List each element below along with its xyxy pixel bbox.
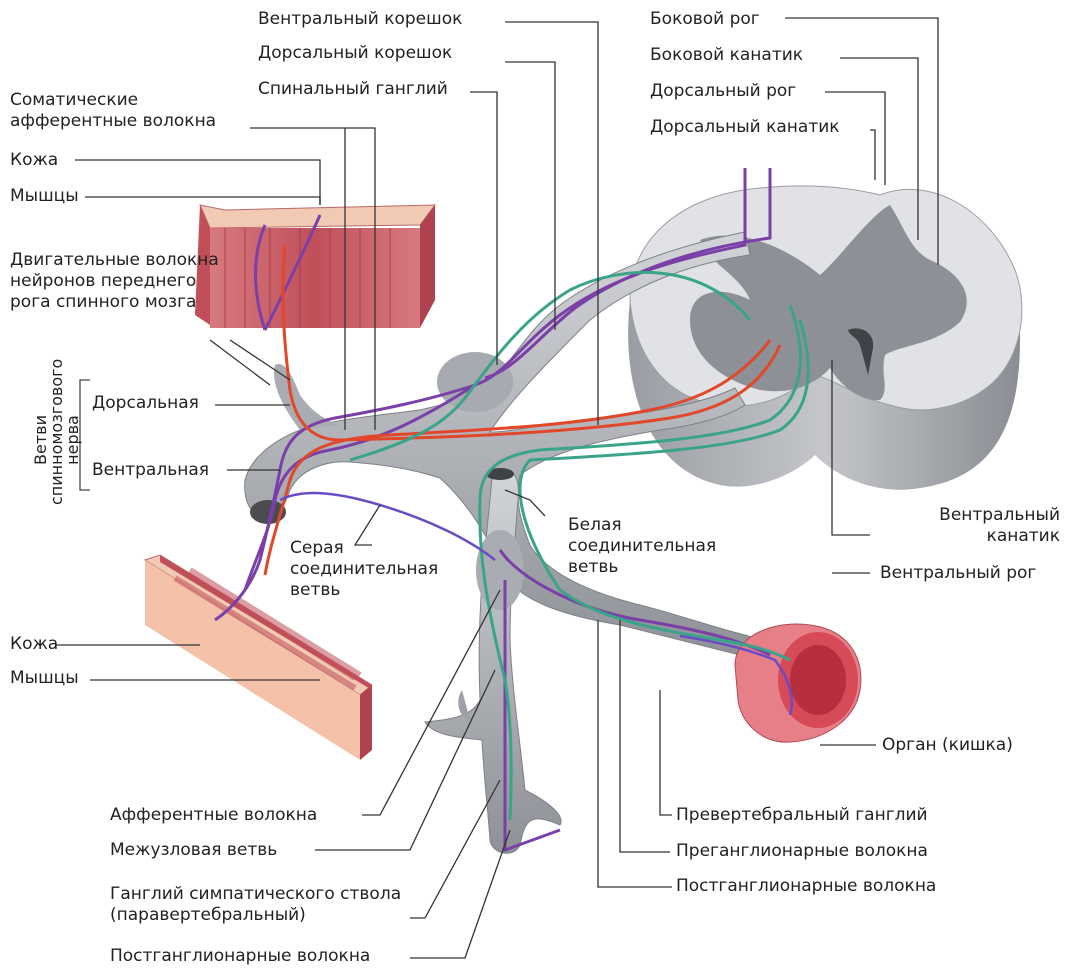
label-dorsal-branch: Дорсальная (92, 393, 199, 414)
label-lateral-funiculus: Боковой канатик (650, 45, 803, 66)
label-motor-fibers: Двигательные волокна нейронов переднего … (10, 250, 230, 313)
label-spinal-ganglion: Спинальный ганглий (258, 79, 448, 100)
organ-intestine (735, 624, 861, 742)
label-prevertebral-ganglion: Превертебральный ганглий (676, 805, 928, 826)
label-afferent-fibers: Афферентные волокна (110, 805, 317, 826)
label-organ: Орган (кишка) (882, 735, 1013, 756)
label-ventral-funiculus: Вентральный канатик (900, 505, 1060, 547)
label-interganglionic-branch: Межузловая ветвь (110, 840, 277, 861)
label-muscles-top: Мышцы (10, 186, 79, 207)
label-ventral-horn: Вентральный рог (880, 563, 1036, 584)
label-lateral-horn: Боковой рог (650, 9, 760, 30)
label-muscles-bottom: Мышцы (10, 668, 79, 689)
label-white-ramus: Белая соединительная ветвь (568, 515, 738, 578)
label-ventral-root: Вентральный корешок (258, 9, 462, 30)
label-dorsal-root: Дорсальный корешок (258, 43, 452, 64)
label-postganglionic-right: Постганглионарные волокна (676, 876, 936, 897)
label-ventral-branch: Вентральная (92, 460, 209, 481)
label-preganglionic-fibers: Преганглионарные волокна (676, 841, 928, 862)
label-postganglionic-bottom: Постганглионарные волокна (110, 946, 370, 967)
spinal-cord (628, 186, 1022, 490)
label-sympathetic-ganglion: Ганглий симпатического ствола (параверте… (110, 884, 410, 926)
sympathetic-trunk (425, 468, 561, 853)
label-somatic-afferent: Соматические афферентные волокна (10, 90, 250, 132)
label-dorsal-funiculus: Дорсальный канатик (650, 117, 840, 138)
label-skin-bottom: Кожа (10, 634, 58, 655)
label-dorsal-horn: Дорсальный рог (650, 81, 796, 102)
label-skin-top: Кожа (10, 150, 58, 171)
label-nerve-branches: Ветви спинномозгового нерва (33, 375, 73, 505)
label-grey-ramus: Серая соединительная ветвь (290, 538, 460, 601)
